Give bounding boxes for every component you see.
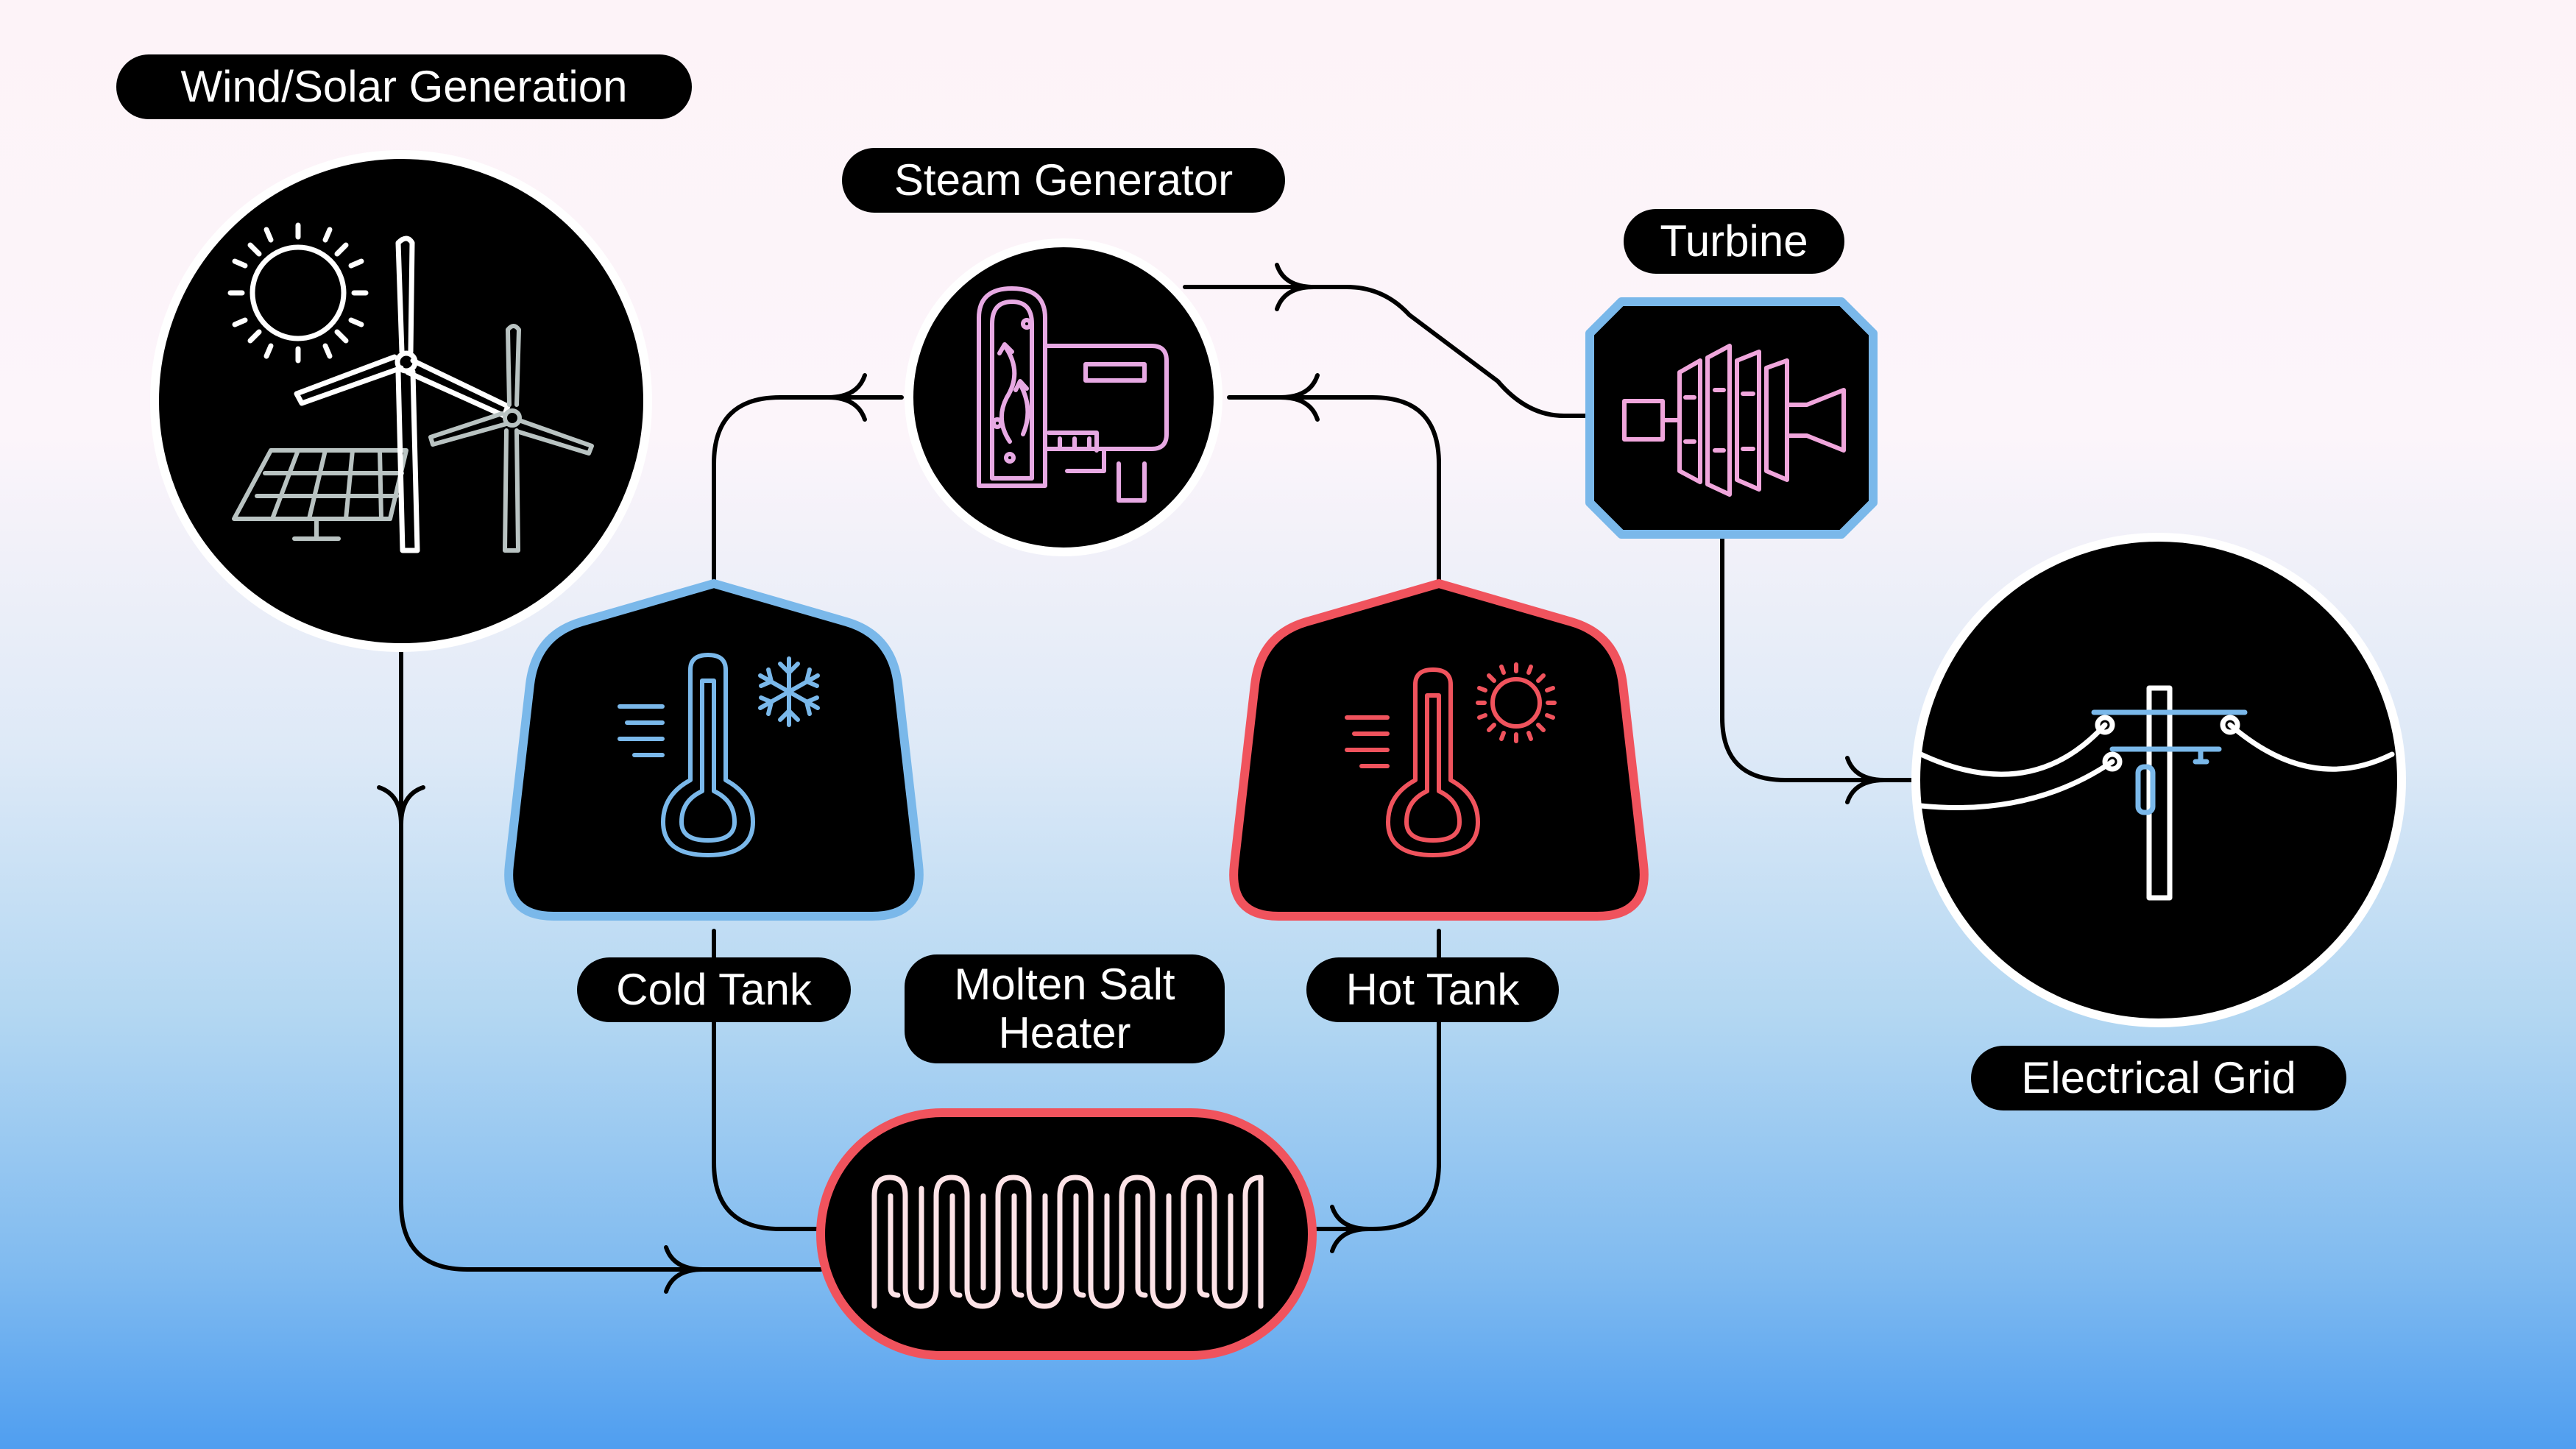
label-turbine: Turbine: [1624, 209, 1844, 274]
label-hot-tank: Hot Tank: [1306, 957, 1559, 1022]
node-turbine: [1585, 297, 1878, 539]
connector-heater-to-hot-tank: [1308, 929, 1441, 1231]
node-wind-solar: [150, 150, 652, 652]
arrowhead-generation-down: [377, 785, 425, 826]
arrowhead-heater-to-hot: [1330, 1205, 1371, 1253]
node-steam-generator: [905, 238, 1222, 556]
thermometer-sun-icon: [1345, 662, 1557, 857]
connector-turbine-to-grid: [1720, 531, 1931, 782]
label-electrical-grid: Electrical Grid: [1971, 1046, 2346, 1110]
arrowhead-hot-to-steam: [1278, 373, 1320, 422]
heating-coil-icon: [871, 1175, 1264, 1309]
arrowhead-generation-right: [664, 1245, 705, 1294]
power-pole-icon: [1918, 685, 2395, 901]
steam-generator-icon: [977, 286, 1169, 503]
arrowhead-steam-to-cold: [826, 373, 867, 422]
connector-generation-to-heater: [399, 649, 823, 1272]
arrowhead-steam-to-turbine: [1275, 263, 1316, 311]
node-molten-salt-heater: [816, 1108, 1317, 1360]
label-steam-generator: Steam Generator: [842, 148, 1285, 213]
label-wind-solar-generation: Wind/Solar Generation: [116, 54, 692, 119]
label-molten-salt-heater-line1: Molten Salt: [954, 960, 1175, 1009]
connector-hot-tank-to-steam: [1227, 395, 1441, 582]
connector-steam-to-turbine: [1183, 285, 1596, 418]
arrowhead-turbine-to-grid: [1845, 756, 1886, 804]
connector-cold-tank-to-heater: [712, 929, 823, 1231]
node-hot-tank: [1229, 579, 1649, 921]
turbine-icon: [1622, 344, 1846, 497]
connector-steam-to-cold-tank: [712, 395, 904, 582]
thermometer-snowflake-icon: [618, 653, 820, 857]
sun-wind-turbines-solar-panel-icon: [227, 222, 594, 553]
label-molten-salt-heater: Molten Salt Heater: [905, 954, 1225, 1063]
node-electrical-grid: [1911, 533, 2406, 1027]
label-cold-tank: Cold Tank: [577, 957, 851, 1022]
node-cold-tank: [504, 579, 924, 921]
label-molten-salt-heater-line2: Heater: [998, 1008, 1131, 1057]
